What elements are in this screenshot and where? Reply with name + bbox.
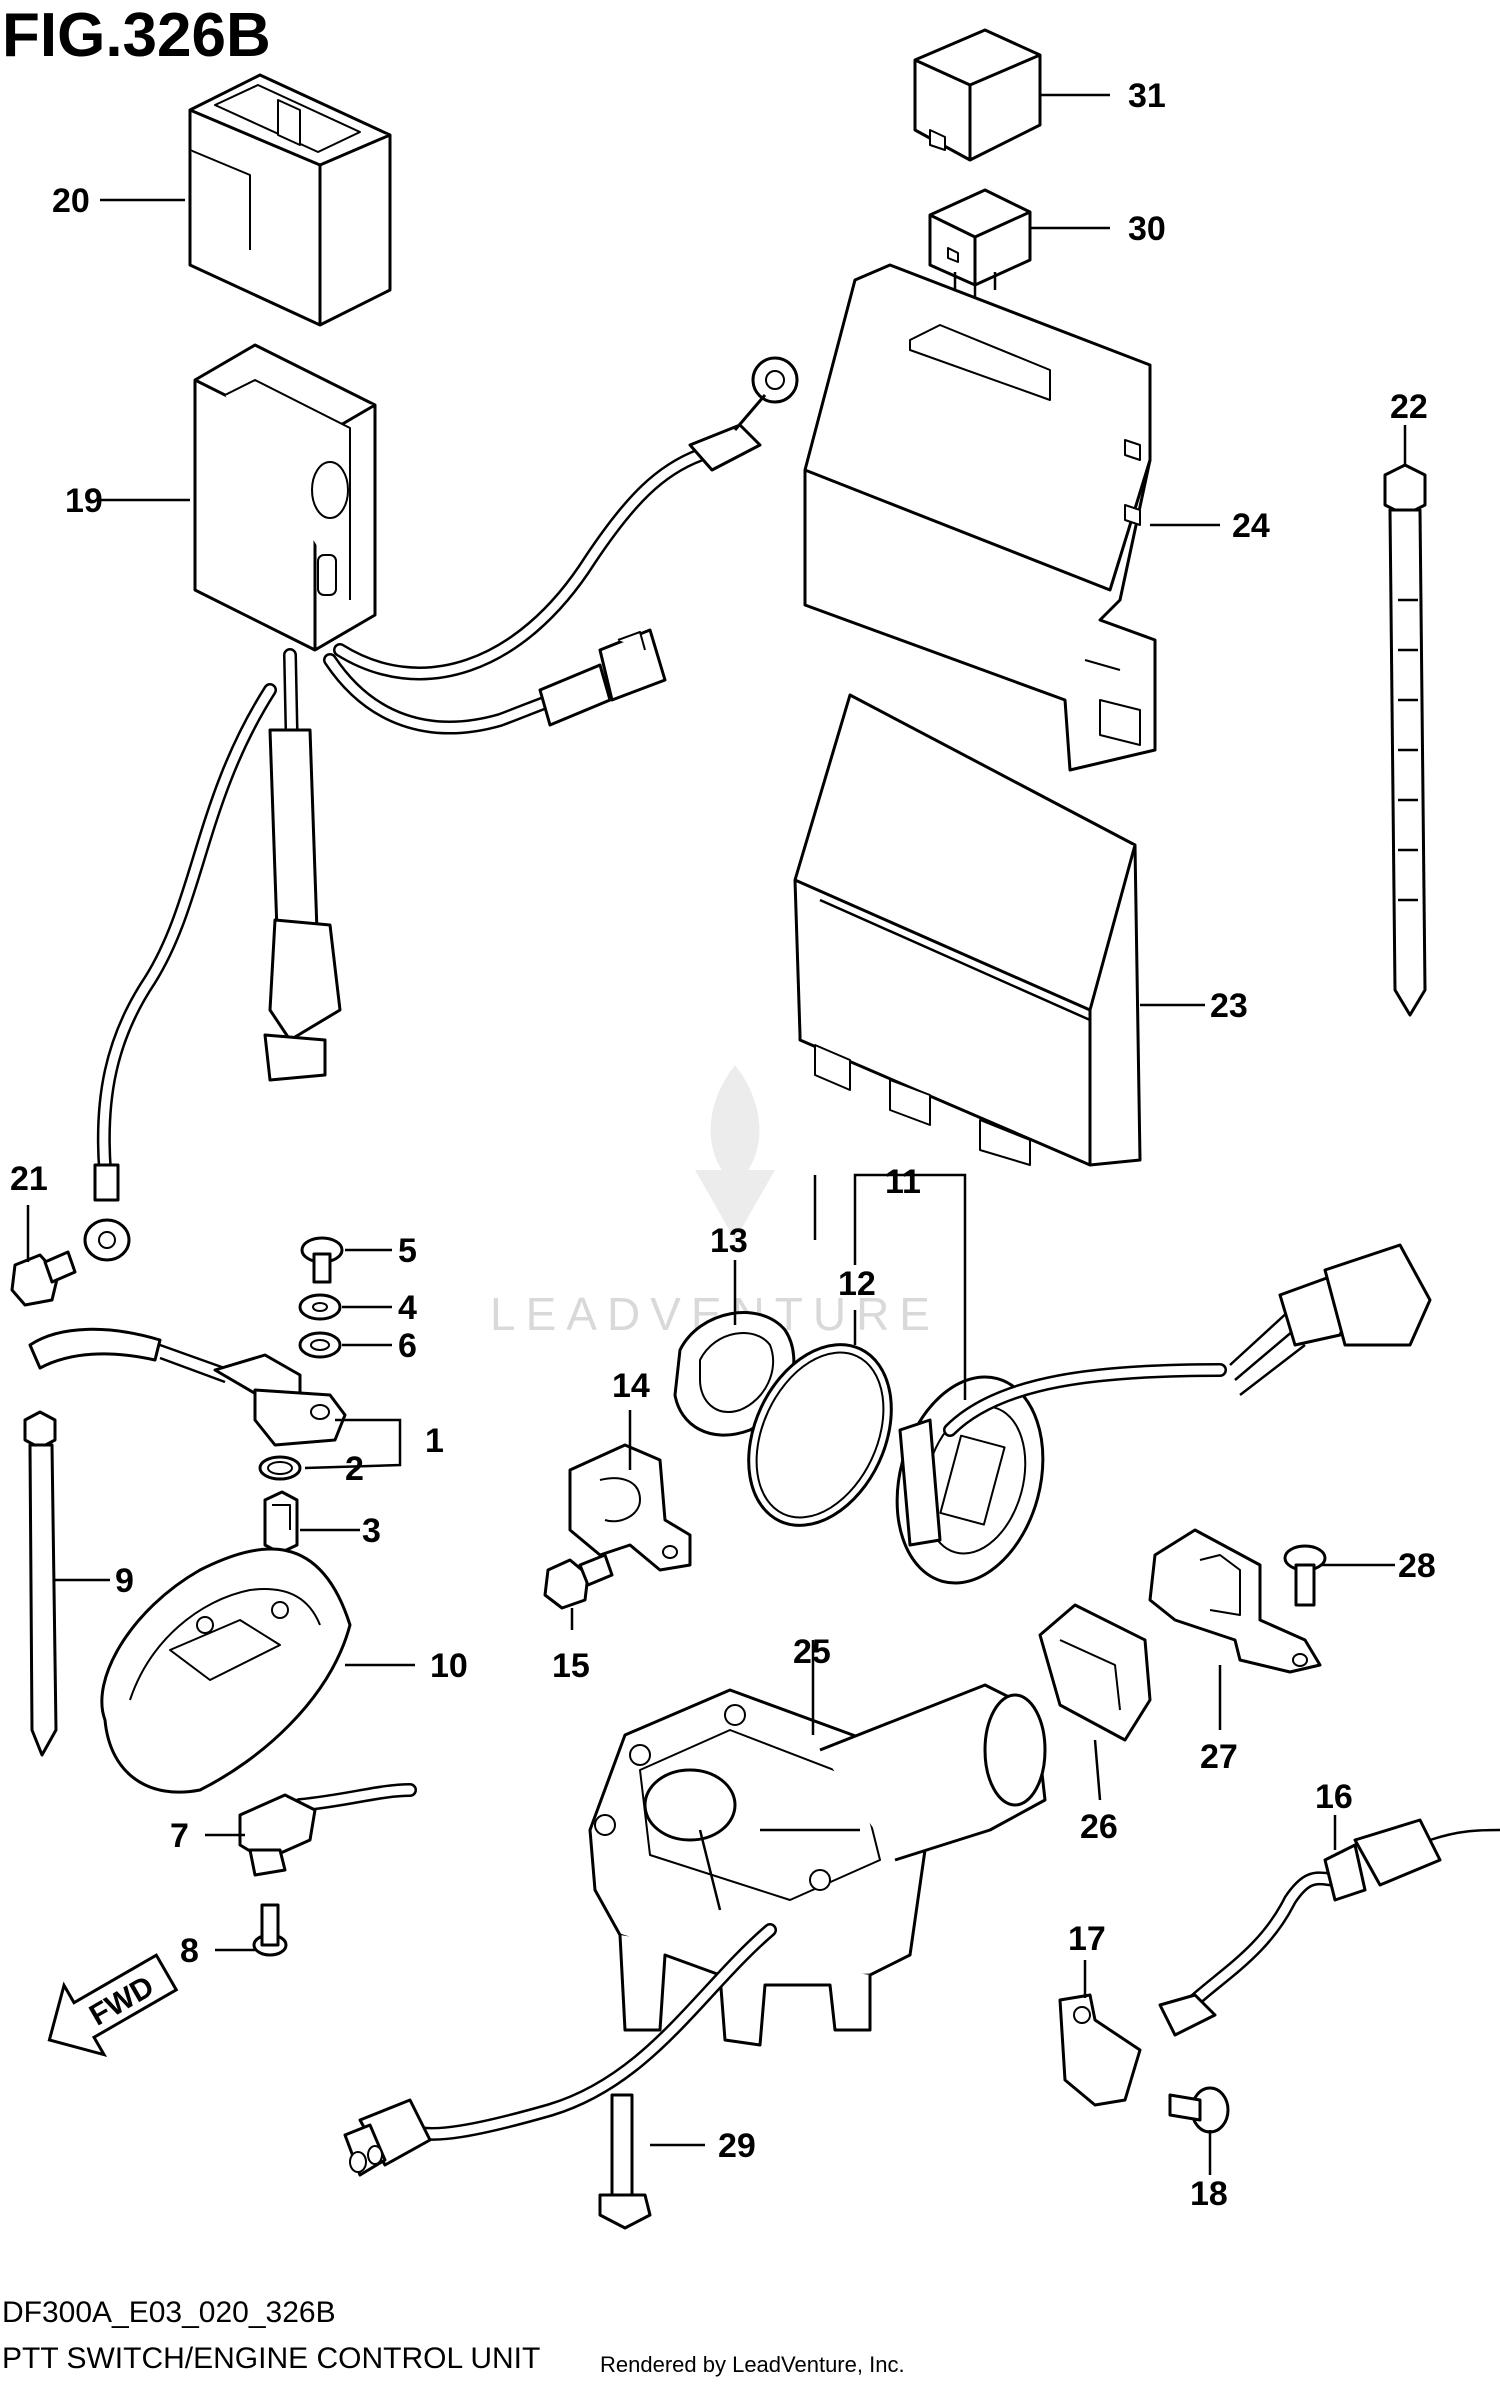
part-18-screw[interactable] bbox=[1168, 2086, 1230, 2134]
callout-6: 6 bbox=[398, 1327, 417, 1365]
part-1-sensor[interactable] bbox=[28, 1327, 347, 1447]
part-19-harness bbox=[83, 356, 799, 1262]
fwd-arrow-icon: FWD bbox=[47, 1953, 179, 2058]
part-4-washer[interactable] bbox=[298, 1293, 342, 1321]
callout-7: 7 bbox=[170, 1817, 189, 1855]
callout-10: 10 bbox=[430, 1647, 468, 1685]
figure-title: FIG.326B bbox=[2, 1, 271, 70]
callout-17: 17 bbox=[1068, 1920, 1106, 1958]
part-7-switch[interactable] bbox=[238, 1783, 417, 1877]
part-10-cover[interactable] bbox=[100, 1547, 352, 1794]
diagram-caption: PTT SWITCH/ENGINE CONTROL UNIT bbox=[2, 2342, 540, 2375]
part-31-relay[interactable] bbox=[913, 28, 1042, 162]
part-8-screw[interactable] bbox=[252, 1903, 288, 1957]
callout-24: 24 bbox=[1232, 507, 1270, 545]
callout-4: 4 bbox=[398, 1289, 417, 1327]
part-14-bracket[interactable] bbox=[568, 1443, 692, 1572]
part-30-relay[interactable] bbox=[928, 188, 1032, 300]
callout-9: 9 bbox=[115, 1562, 134, 1600]
part-11-harness bbox=[943, 1243, 1432, 1437]
part-11-ptt-switch[interactable] bbox=[875, 1360, 1065, 1599]
callout-13: 13 bbox=[710, 1222, 748, 1260]
part-17-clamp[interactable] bbox=[1058, 1993, 1142, 2107]
callouts: 20 19 31 30 24 22 23 21 5 4 6 1 2 3 9 10… bbox=[10, 77, 1436, 2213]
callout-5: 5 bbox=[398, 1232, 417, 1270]
callout-11: 11 bbox=[885, 1163, 921, 1201]
part-21-bolt[interactable] bbox=[10, 1250, 77, 1307]
leader-lines bbox=[26, 93, 1407, 2175]
watermark-v-icon bbox=[695, 1170, 775, 1240]
callout-21: 21 bbox=[10, 1160, 48, 1198]
callout-31: 31 bbox=[1128, 77, 1166, 115]
callout-15: 15 bbox=[552, 1647, 590, 1685]
part-9-cable-tie[interactable] bbox=[23, 1410, 58, 1757]
callout-8: 8 bbox=[180, 1932, 199, 1970]
watermark-flame-icon bbox=[710, 1065, 760, 1185]
part-27-bracket[interactable] bbox=[1148, 1528, 1322, 1674]
callout-27: 27 bbox=[1200, 1738, 1238, 1776]
part-23-ecu[interactable] bbox=[793, 693, 1142, 1167]
part-6-washer[interactable] bbox=[298, 1331, 342, 1359]
render-credit: Rendered by LeadVenture, Inc. bbox=[600, 2352, 905, 2377]
callout-30: 30 bbox=[1128, 210, 1166, 248]
part-3-clip[interactable] bbox=[263, 1490, 299, 1555]
part-19-control-module[interactable] bbox=[193, 343, 377, 652]
part-15-bolt[interactable] bbox=[543, 1553, 614, 1610]
callout-3: 3 bbox=[362, 1512, 381, 1550]
callout-29: 29 bbox=[718, 2127, 756, 2165]
diagram-code: DF300A_E03_020_326B bbox=[2, 2296, 336, 2329]
part-12-o-ring[interactable] bbox=[721, 1321, 919, 1548]
callout-23: 23 bbox=[1210, 987, 1248, 1025]
callout-26: 26 bbox=[1080, 1808, 1118, 1846]
part-16-switch[interactable] bbox=[1158, 1818, 1500, 2037]
part-5-screw[interactable] bbox=[300, 1236, 344, 1284]
callout-16: 16 bbox=[1315, 1778, 1353, 1816]
callout-20: 20 bbox=[52, 182, 90, 220]
callout-18: 18 bbox=[1190, 2175, 1228, 2213]
part-20-relay-cover[interactable] bbox=[188, 73, 392, 327]
part-25-harness bbox=[343, 1923, 777, 2177]
callout-19: 19 bbox=[65, 482, 103, 520]
callout-12: 12 bbox=[838, 1265, 876, 1303]
callout-25: 25 bbox=[793, 1633, 831, 1671]
callout-14: 14 bbox=[612, 1367, 650, 1405]
part-22-cable-tie[interactable] bbox=[1383, 463, 1427, 1017]
part-29-bolt[interactable] bbox=[598, 2093, 652, 2230]
part-25-trim-motor[interactable] bbox=[588, 1683, 1047, 2047]
part-2-o-ring[interactable] bbox=[258, 1455, 302, 1481]
callout-22: 22 bbox=[1390, 388, 1428, 426]
callout-2: 2 bbox=[345, 1450, 364, 1488]
callout-28: 28 bbox=[1398, 1547, 1436, 1585]
part-28-bolt[interactable] bbox=[1283, 1544, 1327, 1607]
callout-1: 1 bbox=[425, 1422, 444, 1460]
part-26-grommet[interactable] bbox=[1038, 1603, 1152, 1742]
part-24-ecu-cover[interactable] bbox=[803, 263, 1157, 772]
